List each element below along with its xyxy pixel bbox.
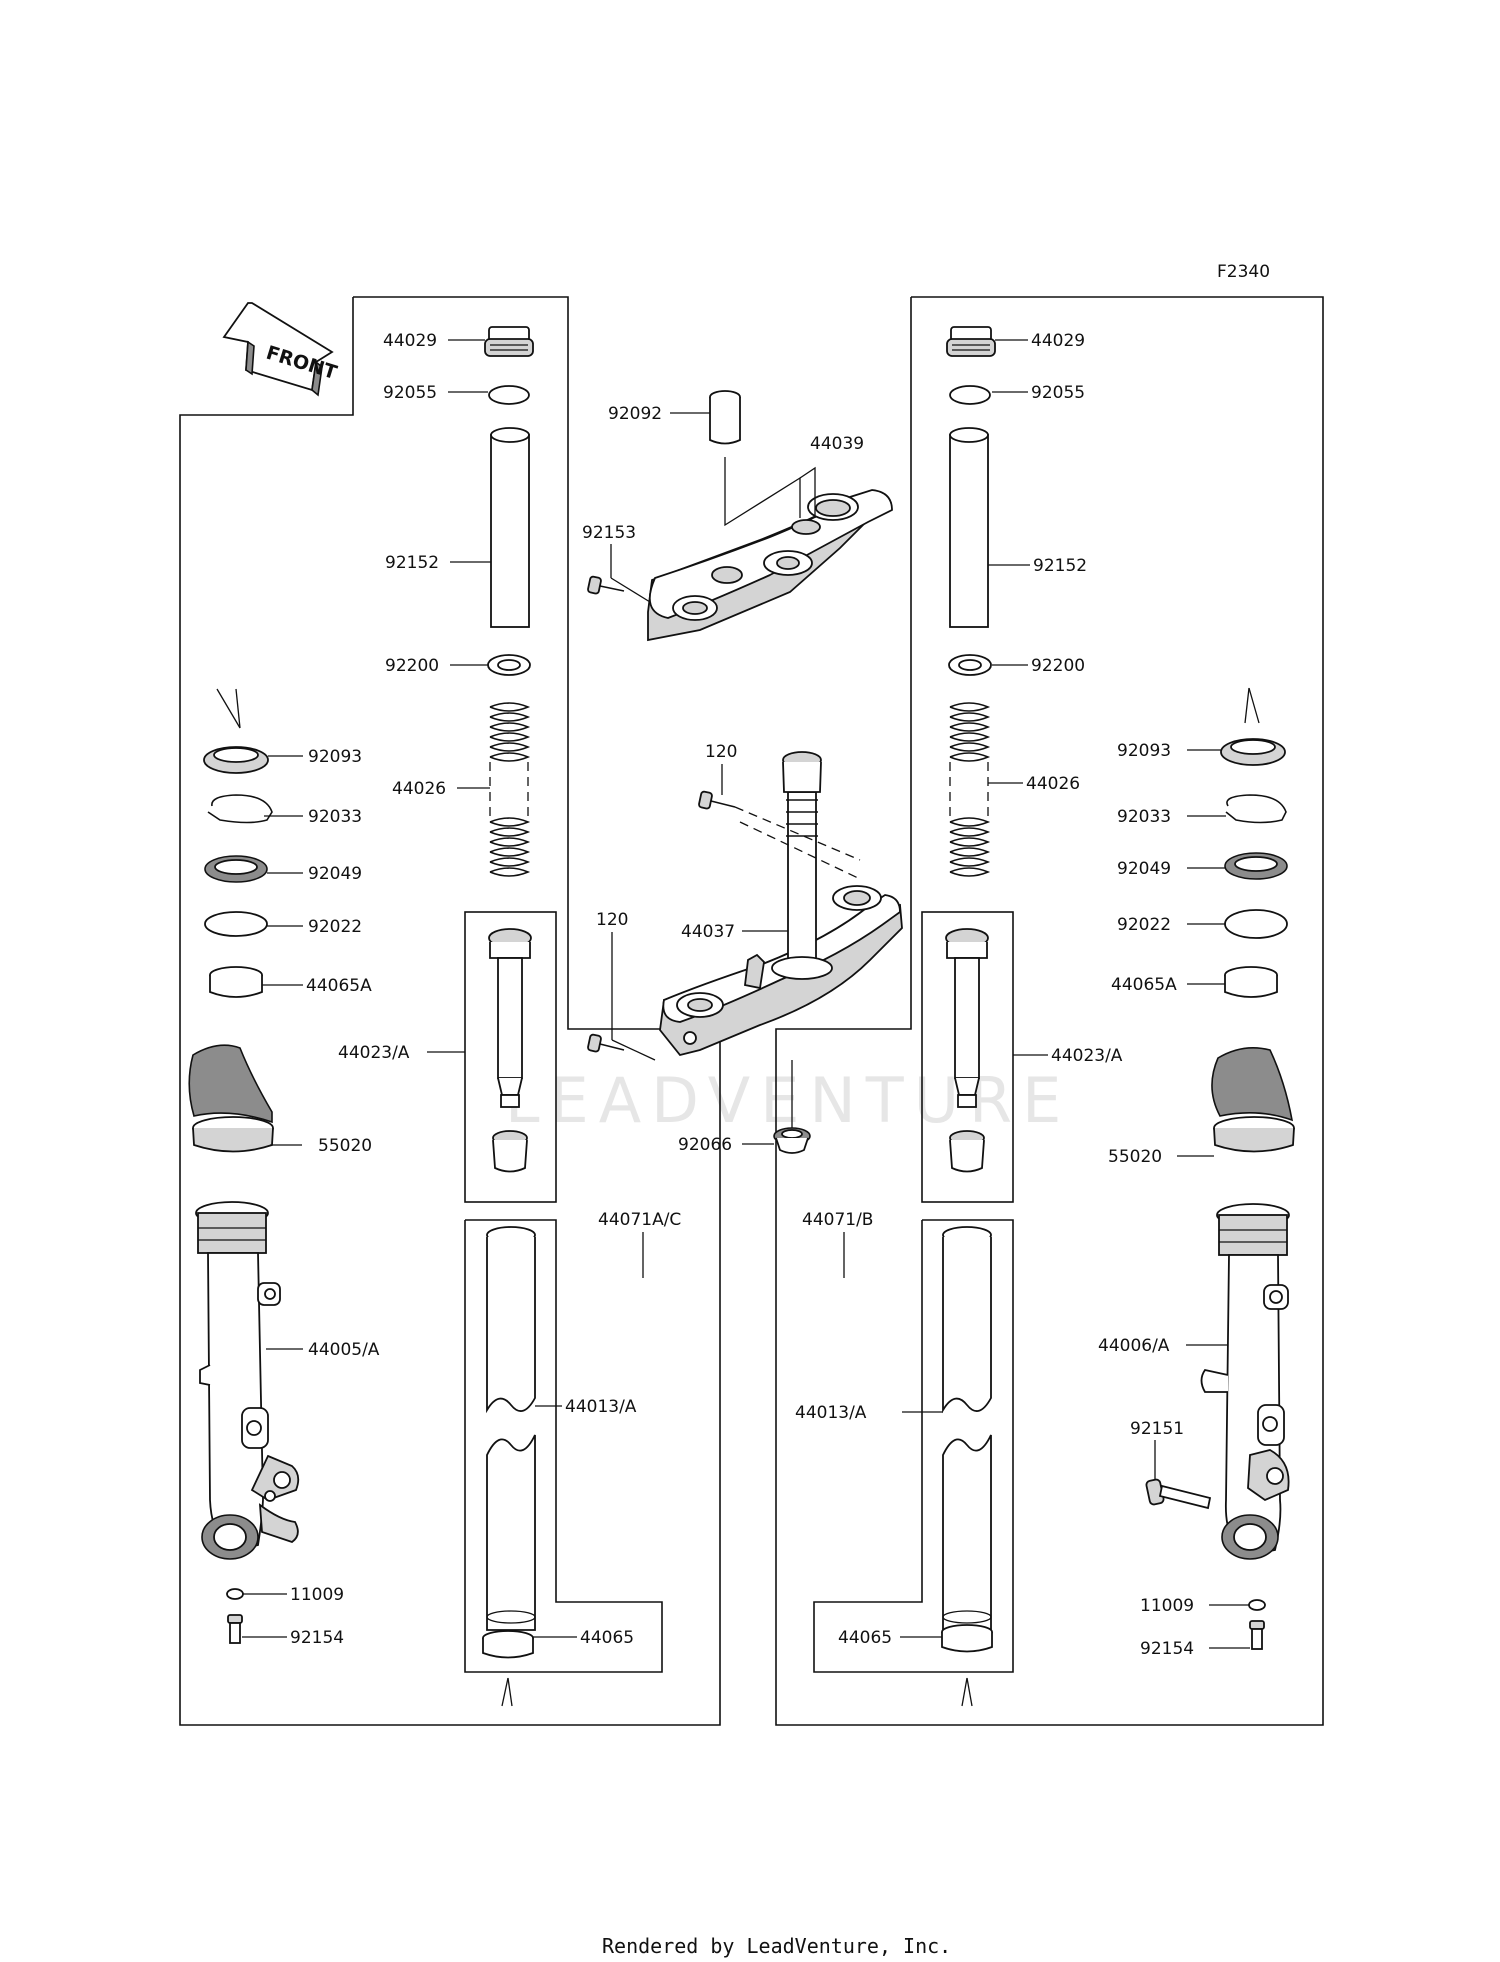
- right-panel-frame: [775, 296, 1324, 1726]
- label-left-spacer-pipe: 92152: [385, 553, 439, 573]
- stem-bolt-top-part: [698, 790, 736, 810]
- label-right-dust-seal: 92093: [1117, 741, 1171, 761]
- right-cap-bolt-part: [946, 326, 996, 357]
- left-dust-seal-part: [203, 746, 269, 774]
- label-left-cylinder-unit: 44023/A: [338, 1043, 410, 1063]
- right-clip-part: [1225, 794, 1287, 824]
- label-right-clip: 92033: [1117, 807, 1171, 827]
- left-outer-tube-part: [195, 1201, 300, 1560]
- label-right-oil-seal: 92049: [1117, 859, 1171, 879]
- label-bracket-bolt: 92153: [582, 523, 636, 543]
- left-clip-part: [207, 794, 273, 824]
- label-right-cap-bolt: 44029: [1031, 331, 1085, 351]
- right-cylinder-box: [921, 911, 1014, 1203]
- label-right-fork-cover: 55020: [1108, 1147, 1162, 1167]
- label-right-outer-tube: 44006/A: [1098, 1336, 1170, 1356]
- label-left-inner-tube: 44013/A: [565, 1397, 637, 1417]
- leader-lines: [216, 339, 1260, 1707]
- left-cap-bolt-part: [484, 326, 534, 357]
- right-axle-bolt-part: [1145, 1478, 1212, 1510]
- label-right-inner-tube: 44013/A: [795, 1403, 867, 1423]
- label-upper-bracket: 44039: [810, 434, 864, 454]
- left-spring-part: [489, 702, 531, 877]
- label-left-washer: 92200: [385, 656, 439, 676]
- label-right-spacer-pipe: 92152: [1033, 556, 1087, 576]
- right-spacer-pipe-part: [949, 427, 989, 628]
- left-washer-part: [487, 654, 531, 676]
- left-oil-seal-part: [204, 855, 268, 883]
- label-stem-nut: 92066: [678, 1135, 732, 1155]
- left-cylinder-box: [464, 911, 557, 1203]
- left-spacer-pipe-part: [490, 427, 530, 628]
- watermark-text: LEADVENTURE: [505, 1064, 1071, 1137]
- label-left-outer-tube: 44005/A: [308, 1340, 380, 1360]
- right-washer-part: [948, 654, 992, 676]
- label-left-bushing-upper: 44065A: [306, 976, 372, 996]
- right-washer-drain-part: [1248, 1599, 1266, 1611]
- right-bushing-lower-part: [941, 1624, 993, 1653]
- right-outer-tube-part: [1200, 1203, 1290, 1560]
- left-bushing-upper-part: [209, 966, 263, 998]
- label-right-axle-bolt: 92151: [1130, 1419, 1184, 1439]
- label-right-washer-drain: 11009: [1140, 1596, 1194, 1616]
- diagram-code: F2340: [1217, 262, 1270, 282]
- footer-credit: Rendered by LeadVenture, Inc.: [602, 1934, 951, 1958]
- left-panel-frame: [179, 296, 721, 1726]
- label-left-washer-seal: 92022: [308, 917, 362, 937]
- right-fork-cover-part: [1211, 1047, 1295, 1153]
- label-left-fork-assy: 44071A/C: [598, 1210, 681, 1230]
- label-right-fork-assy: 44071/B: [802, 1210, 873, 1230]
- right-bushing-upper-part: [1224, 966, 1278, 998]
- left-o-ring-part: [488, 385, 530, 405]
- front-arrow-icon: FRONT: [222, 302, 339, 397]
- right-spring-part: [949, 702, 991, 877]
- label-left-spring: 44026: [392, 779, 446, 799]
- label-collar: 92092: [608, 404, 662, 424]
- left-socket-bolt-part: [227, 1614, 243, 1644]
- label-right-bushing-lower: 44065: [838, 1628, 892, 1648]
- left-cylinder-part: [488, 928, 532, 1173]
- right-inner-tube-part: [942, 1226, 992, 1631]
- label-left-bushing-lower: 44065: [580, 1628, 634, 1648]
- label-stem-bolt-top: 120: [705, 742, 737, 762]
- upper-bracket-part: [647, 489, 893, 642]
- right-o-ring-part: [949, 385, 991, 405]
- right-cylinder-part: [945, 928, 989, 1173]
- right-inner-tube-box: [813, 1219, 1014, 1673]
- label-left-washer-drain: 11009: [290, 1585, 344, 1605]
- collar-part: [709, 390, 741, 445]
- label-right-o-ring: 92055: [1031, 383, 1085, 403]
- left-bushing-lower-part: [482, 1630, 534, 1659]
- label-left-oil-seal: 92049: [308, 864, 362, 884]
- label-right-bushing-upper: 44065A: [1111, 975, 1177, 995]
- right-socket-bolt-part: [1249, 1620, 1265, 1650]
- label-right-washer-seal: 92022: [1117, 915, 1171, 935]
- steering-stem-part: [659, 751, 903, 1057]
- label-left-cap-bolt: 44029: [383, 331, 437, 351]
- label-steering-stem: 44037: [681, 922, 735, 942]
- label-left-o-ring: 92055: [383, 383, 437, 403]
- left-washer-drain-part: [226, 1588, 244, 1600]
- left-inner-tube-box: [464, 1219, 663, 1673]
- label-left-fork-cover: 55020: [318, 1136, 372, 1156]
- label-left-clip: 92033: [308, 807, 362, 827]
- left-fork-cover-part: [188, 1044, 274, 1153]
- label-right-washer: 92200: [1031, 656, 1085, 676]
- left-inner-tube-part: [486, 1226, 536, 1631]
- stem-bolt-bottom-part: [587, 1033, 625, 1053]
- stem-nut-part: [773, 1127, 811, 1154]
- label-right-socket-bolt: 92154: [1140, 1639, 1194, 1659]
- label-right-spring: 44026: [1026, 774, 1080, 794]
- right-washer-seal-part: [1224, 909, 1288, 939]
- label-left-dust-seal: 92093: [308, 747, 362, 767]
- label-left-socket-bolt: 92154: [290, 1628, 344, 1648]
- label-stem-bolt-bottom: 120: [596, 910, 628, 930]
- left-washer-seal-part: [204, 911, 268, 937]
- bracket-bolt-part: [587, 575, 625, 595]
- label-right-cylinder-unit: 44023/A: [1051, 1046, 1123, 1066]
- right-dust-seal-part: [1220, 738, 1286, 766]
- right-oil-seal-part: [1224, 852, 1288, 880]
